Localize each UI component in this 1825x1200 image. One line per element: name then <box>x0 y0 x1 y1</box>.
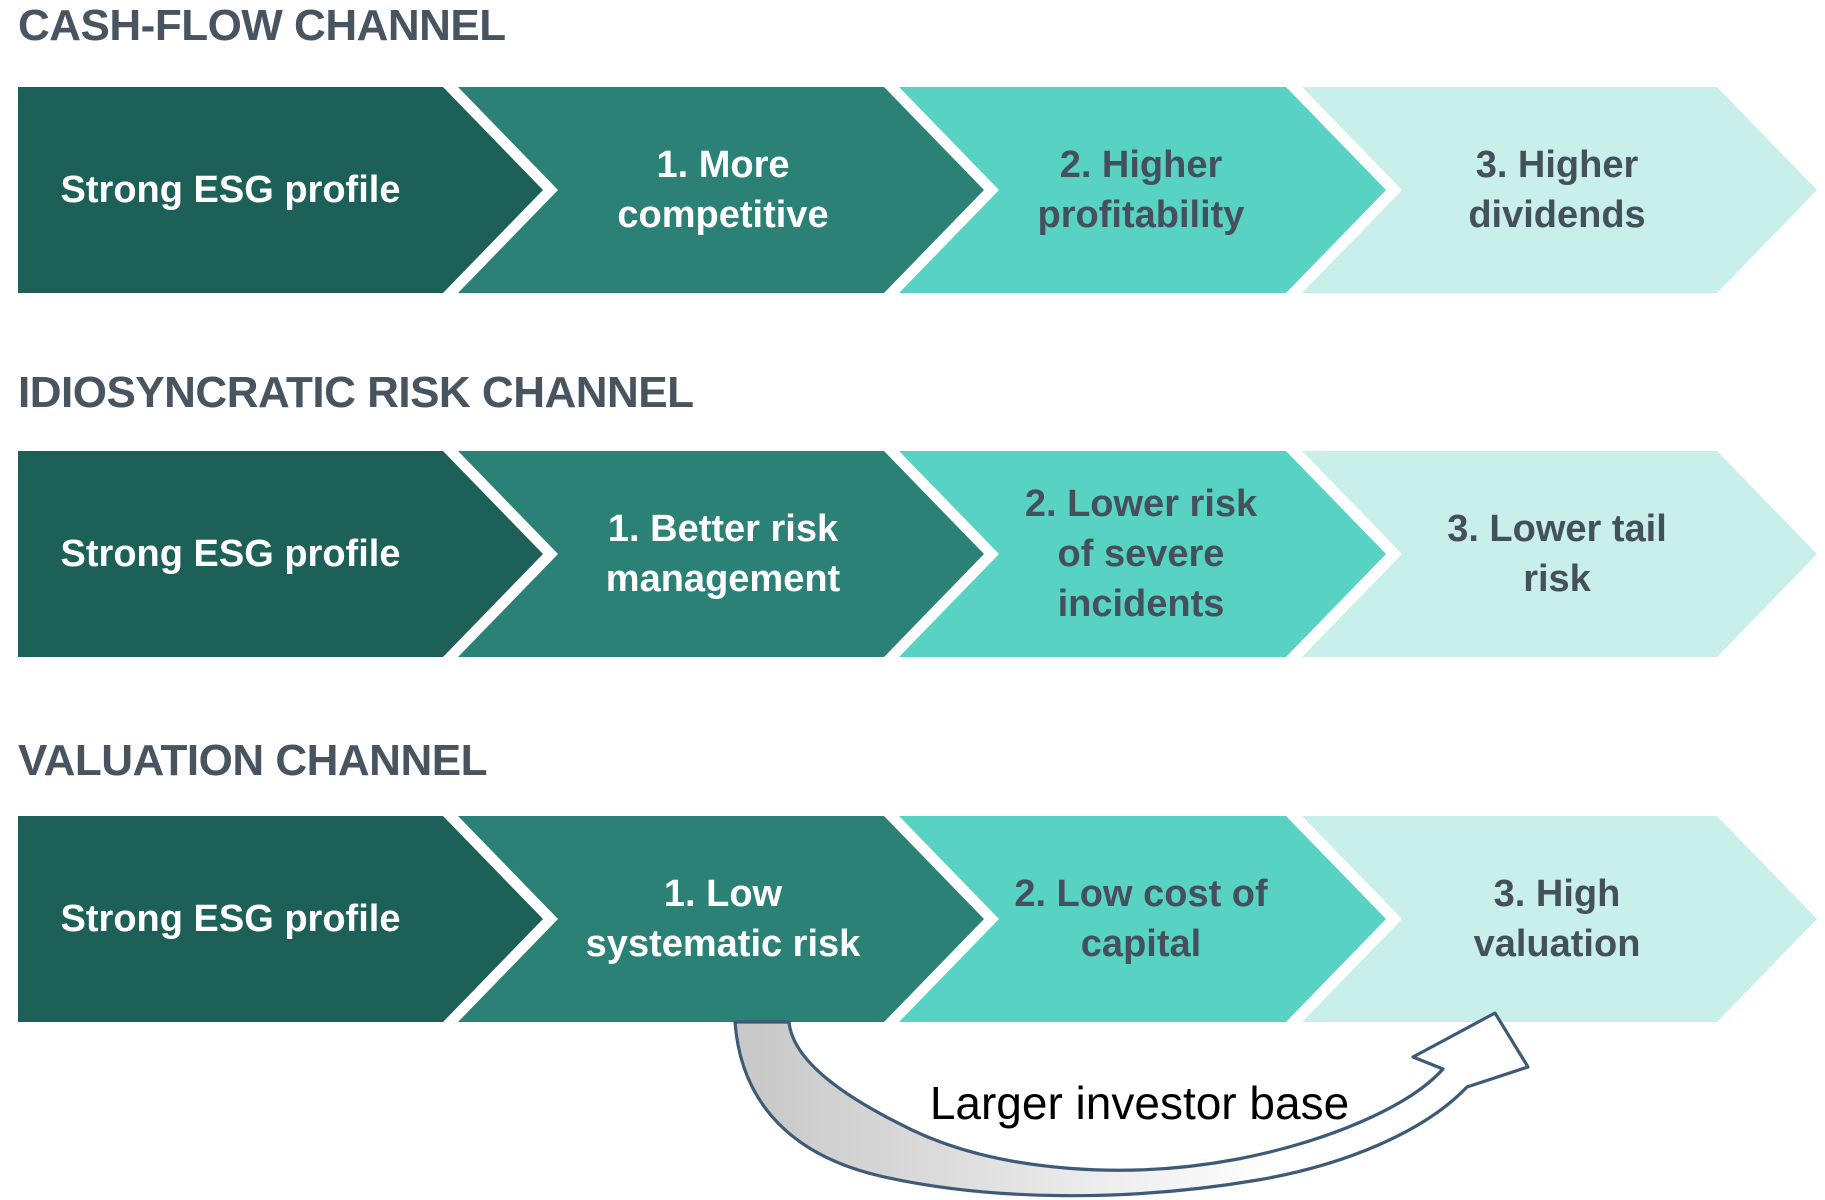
flow-step-label: Strong ESG profile <box>60 898 401 940</box>
flow-step-label: 2. Higher profitability <box>1037 144 1245 236</box>
flow-step-shape-1 <box>18 816 543 1022</box>
channel-flow-cash-flow: Strong ESG profile 1. More competitive 2… <box>0 87 1825 293</box>
flow-step-label: 3. Lower tail risk <box>1447 508 1667 600</box>
channel-flow-idiosyncratic-risk: Strong ESG profile 1. Better risk manage… <box>0 451 1825 657</box>
channel-title-idiosyncratic-risk: IDIOSYNCRATIC RISK CHANNEL <box>18 368 694 417</box>
flow-step-label: 1. Better risk management <box>605 508 841 600</box>
channel-title-valuation: VALUATION CHANNEL <box>18 736 487 785</box>
flow-step-label: 2. Lower risk of severe incidents <box>1024 483 1258 625</box>
flow-step-label: 1. More competitive <box>617 144 829 236</box>
flow-step-shape-1 <box>18 87 543 293</box>
flow-step-label: Strong ESG profile <box>60 533 401 575</box>
flow-step-label: 1. Low systematic risk <box>585 873 861 965</box>
flow-step-shape-1 <box>18 451 543 657</box>
flow-step-label: 3. High valuation <box>1473 873 1641 965</box>
channel-title-cash-flow: CASH-FLOW CHANNEL <box>18 1 506 50</box>
curved-arrow-label: Larger investor base <box>929 1077 1350 1129</box>
flow-step-label: 2. Low cost of capital <box>1014 873 1268 965</box>
flow-step-label: Strong ESG profile <box>60 169 401 211</box>
flow-step-label: 3. Higher dividends <box>1468 144 1646 236</box>
channel-flow-valuation: Strong ESG profile 1. Low systematic ris… <box>0 816 1825 1022</box>
